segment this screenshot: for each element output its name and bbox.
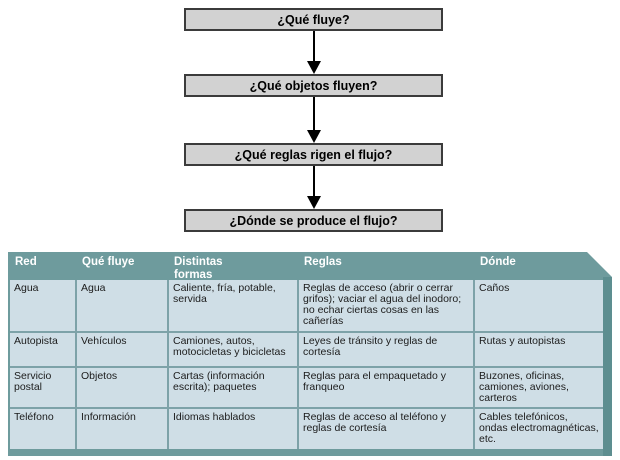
table-cell-autopista-formas: Camiones, autos, motocicletas y biciclet… [169, 333, 297, 366]
table-cell-telefono-formas: Idiomas hablados [169, 409, 297, 449]
flow-box-que-objetos-fluyen: ¿Qué objetos fluyen? [184, 74, 443, 97]
flow-box-que-reglas: ¿Qué reglas rigen el flujo? [184, 143, 443, 166]
table-cell-agua-formas: Caliente, fría, potable, servida [169, 280, 297, 331]
table-cell-agua-reglas: Reglas de acceso (abrir o cerrar grifos)… [299, 280, 473, 331]
table-cell-autopista-donde: Rutas y autopistas [475, 333, 603, 366]
table-header-row: Red Qué fluye Distintas formas Reglas Dó… [10, 252, 603, 280]
flow-box-donde-se-produce: ¿Dónde se produce el flujo? [184, 209, 443, 232]
down-arrow-icon [306, 166, 321, 209]
table-cell-autopista-fluye: Vehículos [77, 333, 167, 366]
down-arrow-icon [306, 97, 321, 143]
table-cell-agua-red: Agua [10, 280, 75, 331]
table-body: Agua Agua Caliente, fría, potable, servi… [10, 280, 603, 449]
table-cell-postal-reglas: Reglas para el empaquetado y franqueo [299, 368, 473, 407]
table-cell-agua-fluye: Agua [77, 280, 167, 331]
column-header-que-fluye: Qué fluye [82, 256, 135, 268]
table-cell-telefono-fluye: Información [77, 409, 167, 449]
flow-box-label: ¿Qué reglas rigen el flujo? [234, 147, 393, 162]
table-cell-postal-red: Servicio postal [10, 368, 75, 407]
flow-box-label: ¿Dónde se produce el flujo? [229, 213, 398, 228]
table-cell-autopista-reglas: Leyes de tránsito y reglas de cortesía [299, 333, 473, 366]
flow-box-label: ¿Qué fluye? [277, 12, 350, 27]
table-cell-agua-donde: Caños [475, 280, 603, 331]
network-flow-table: Red Qué fluye Distintas formas Reglas Dó… [8, 252, 612, 456]
table-side-band [603, 277, 612, 456]
table-cell-autopista-red: Autopista [10, 333, 75, 366]
table-cell-postal-formas: Cartas (información escrita); paquetes [169, 368, 297, 407]
arrow-stem [312, 97, 315, 130]
table-cell-postal-fluye: Objetos [77, 368, 167, 407]
table-cell-telefono-reglas: Reglas de acceso al teléfono y reglas de… [299, 409, 473, 449]
flow-box-label: ¿Qué objetos fluyen? [249, 78, 378, 93]
table-cell-telefono-donde: Cables telefónicos, ondas electromagnéti… [475, 409, 603, 449]
column-header-distintas-formas: Distintas formas [174, 256, 223, 281]
column-header-reglas: Reglas [304, 256, 342, 268]
arrow-head [306, 61, 321, 74]
arrow-head [306, 130, 321, 143]
down-arrow-icon [306, 31, 321, 74]
column-header-red: Red [15, 256, 37, 268]
table-cell-telefono-red: Teléfono [10, 409, 75, 449]
arrow-stem [312, 31, 315, 61]
arrow-head [306, 196, 321, 209]
column-header-donde: Dónde [480, 256, 516, 268]
flow-box-que-fluye: ¿Qué fluye? [184, 8, 443, 31]
table-cell-postal-donde: Buzones, oficinas, camiones, aviones, ca… [475, 368, 603, 407]
arrow-stem [312, 166, 315, 196]
